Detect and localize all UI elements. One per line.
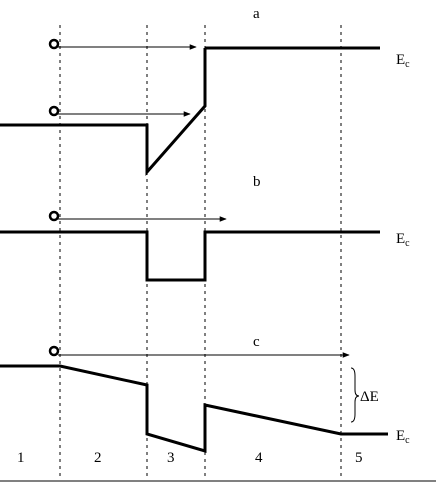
- panel-b: b Ec: [0, 174, 410, 282]
- curly-brace-icon: [350, 367, 360, 423]
- region-dividers: [59, 25, 342, 480]
- panel-a-ec-subscript: c: [405, 59, 410, 70]
- panel-a-ec-label: Ec: [396, 52, 410, 70]
- delta-e-label: ΔE: [360, 389, 379, 405]
- electron-icon: [48, 105, 60, 117]
- region-number-4: 4: [255, 450, 263, 466]
- panel-a-ec-letter: E: [396, 52, 405, 68]
- panel-c-ec-label: Ec: [396, 428, 410, 446]
- panel-a-conduction-band-left: [0, 48, 207, 176]
- electron-icon: [48, 38, 60, 50]
- panel-c-label: c: [253, 334, 260, 350]
- panel-b-label: b: [253, 174, 261, 190]
- electron-icon: [48, 210, 60, 222]
- panel-a-label: a: [253, 6, 260, 22]
- panel-c-ec-subscript: c: [405, 435, 410, 446]
- region-number-3: 3: [167, 450, 175, 466]
- panel-b-ec-label: Ec: [396, 231, 410, 249]
- region-numbers: 1 2 3 4 5: [17, 450, 363, 466]
- region-number-5: 5: [355, 450, 363, 466]
- panel-c-ec-letter: E: [396, 428, 405, 444]
- electron-icon: [48, 345, 60, 357]
- region-number-2: 2: [94, 450, 102, 466]
- panel-c-conduction-band: [0, 364, 388, 454]
- region-number-1: 1: [17, 450, 25, 466]
- panel-b-ec-subscript: c: [405, 238, 410, 249]
- panel-b-conduction-band: [0, 230, 380, 282]
- panel-a: a Ec: [0, 6, 410, 176]
- panel-c: c Ec ΔE: [0, 334, 410, 454]
- panel-b-ec-letter: E: [396, 231, 405, 247]
